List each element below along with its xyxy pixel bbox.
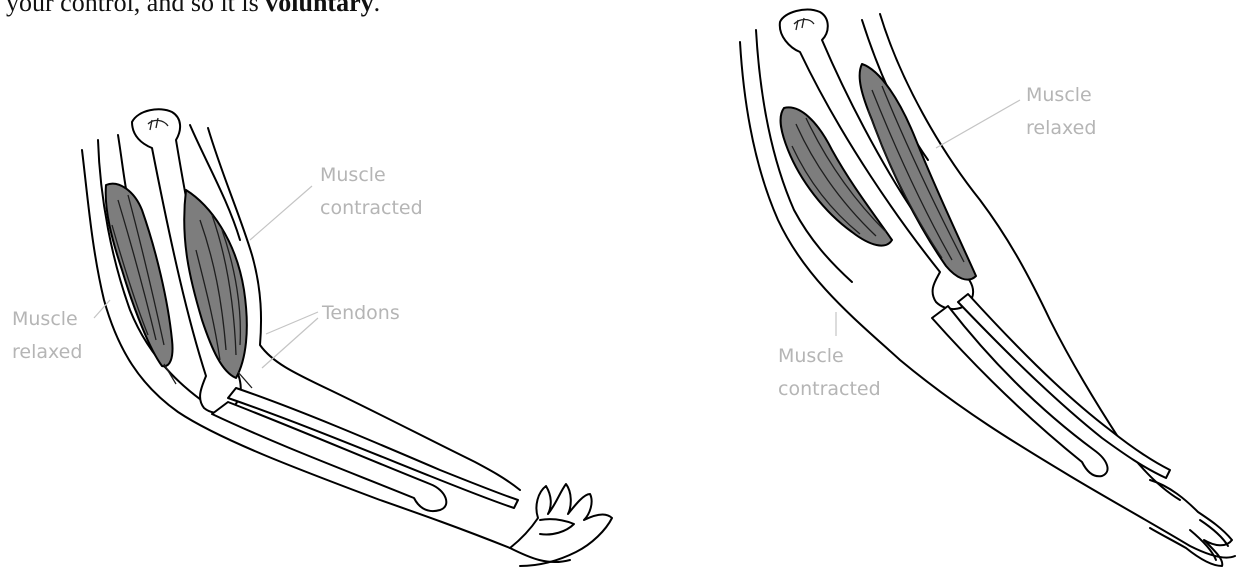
left-label-contracted-line2: contracted xyxy=(320,197,423,219)
left-biceps-contracted xyxy=(184,190,247,378)
left-leader-tendons-2 xyxy=(262,318,318,368)
right-radius xyxy=(958,294,1170,478)
left-hand xyxy=(510,484,612,566)
left-leader-tendons-1 xyxy=(266,312,318,334)
left-label-contracted-line1: Muscle xyxy=(320,164,386,186)
right-ulna xyxy=(932,306,1108,476)
right-label-contracted-line2: contracted xyxy=(778,378,881,400)
right-label-relaxed-line1: Muscle xyxy=(1026,84,1092,106)
left-hand-palm xyxy=(540,519,574,534)
left-radius xyxy=(228,388,518,508)
right-arm-outline-back xyxy=(740,42,1235,558)
left-label-relaxed-line1: Muscle xyxy=(12,308,78,330)
left-ulna xyxy=(212,402,446,511)
left-arm-illustration: Muscle contracted Tendons Muscle relaxed xyxy=(12,109,612,566)
left-tendon-2 xyxy=(164,364,176,384)
right-label-contracted-line1: Muscle xyxy=(778,345,844,367)
right-label-relaxed-line2: relaxed xyxy=(1026,117,1096,139)
right-hand xyxy=(1150,480,1232,566)
left-label-relaxed-line2: relaxed xyxy=(12,341,82,363)
right-leader-relaxed xyxy=(936,100,1020,148)
right-arm-illustration: Muscle relaxed Muscle contracted xyxy=(740,10,1235,566)
left-leader-contracted xyxy=(250,186,312,240)
left-label-tendons: Tendons xyxy=(321,302,400,324)
